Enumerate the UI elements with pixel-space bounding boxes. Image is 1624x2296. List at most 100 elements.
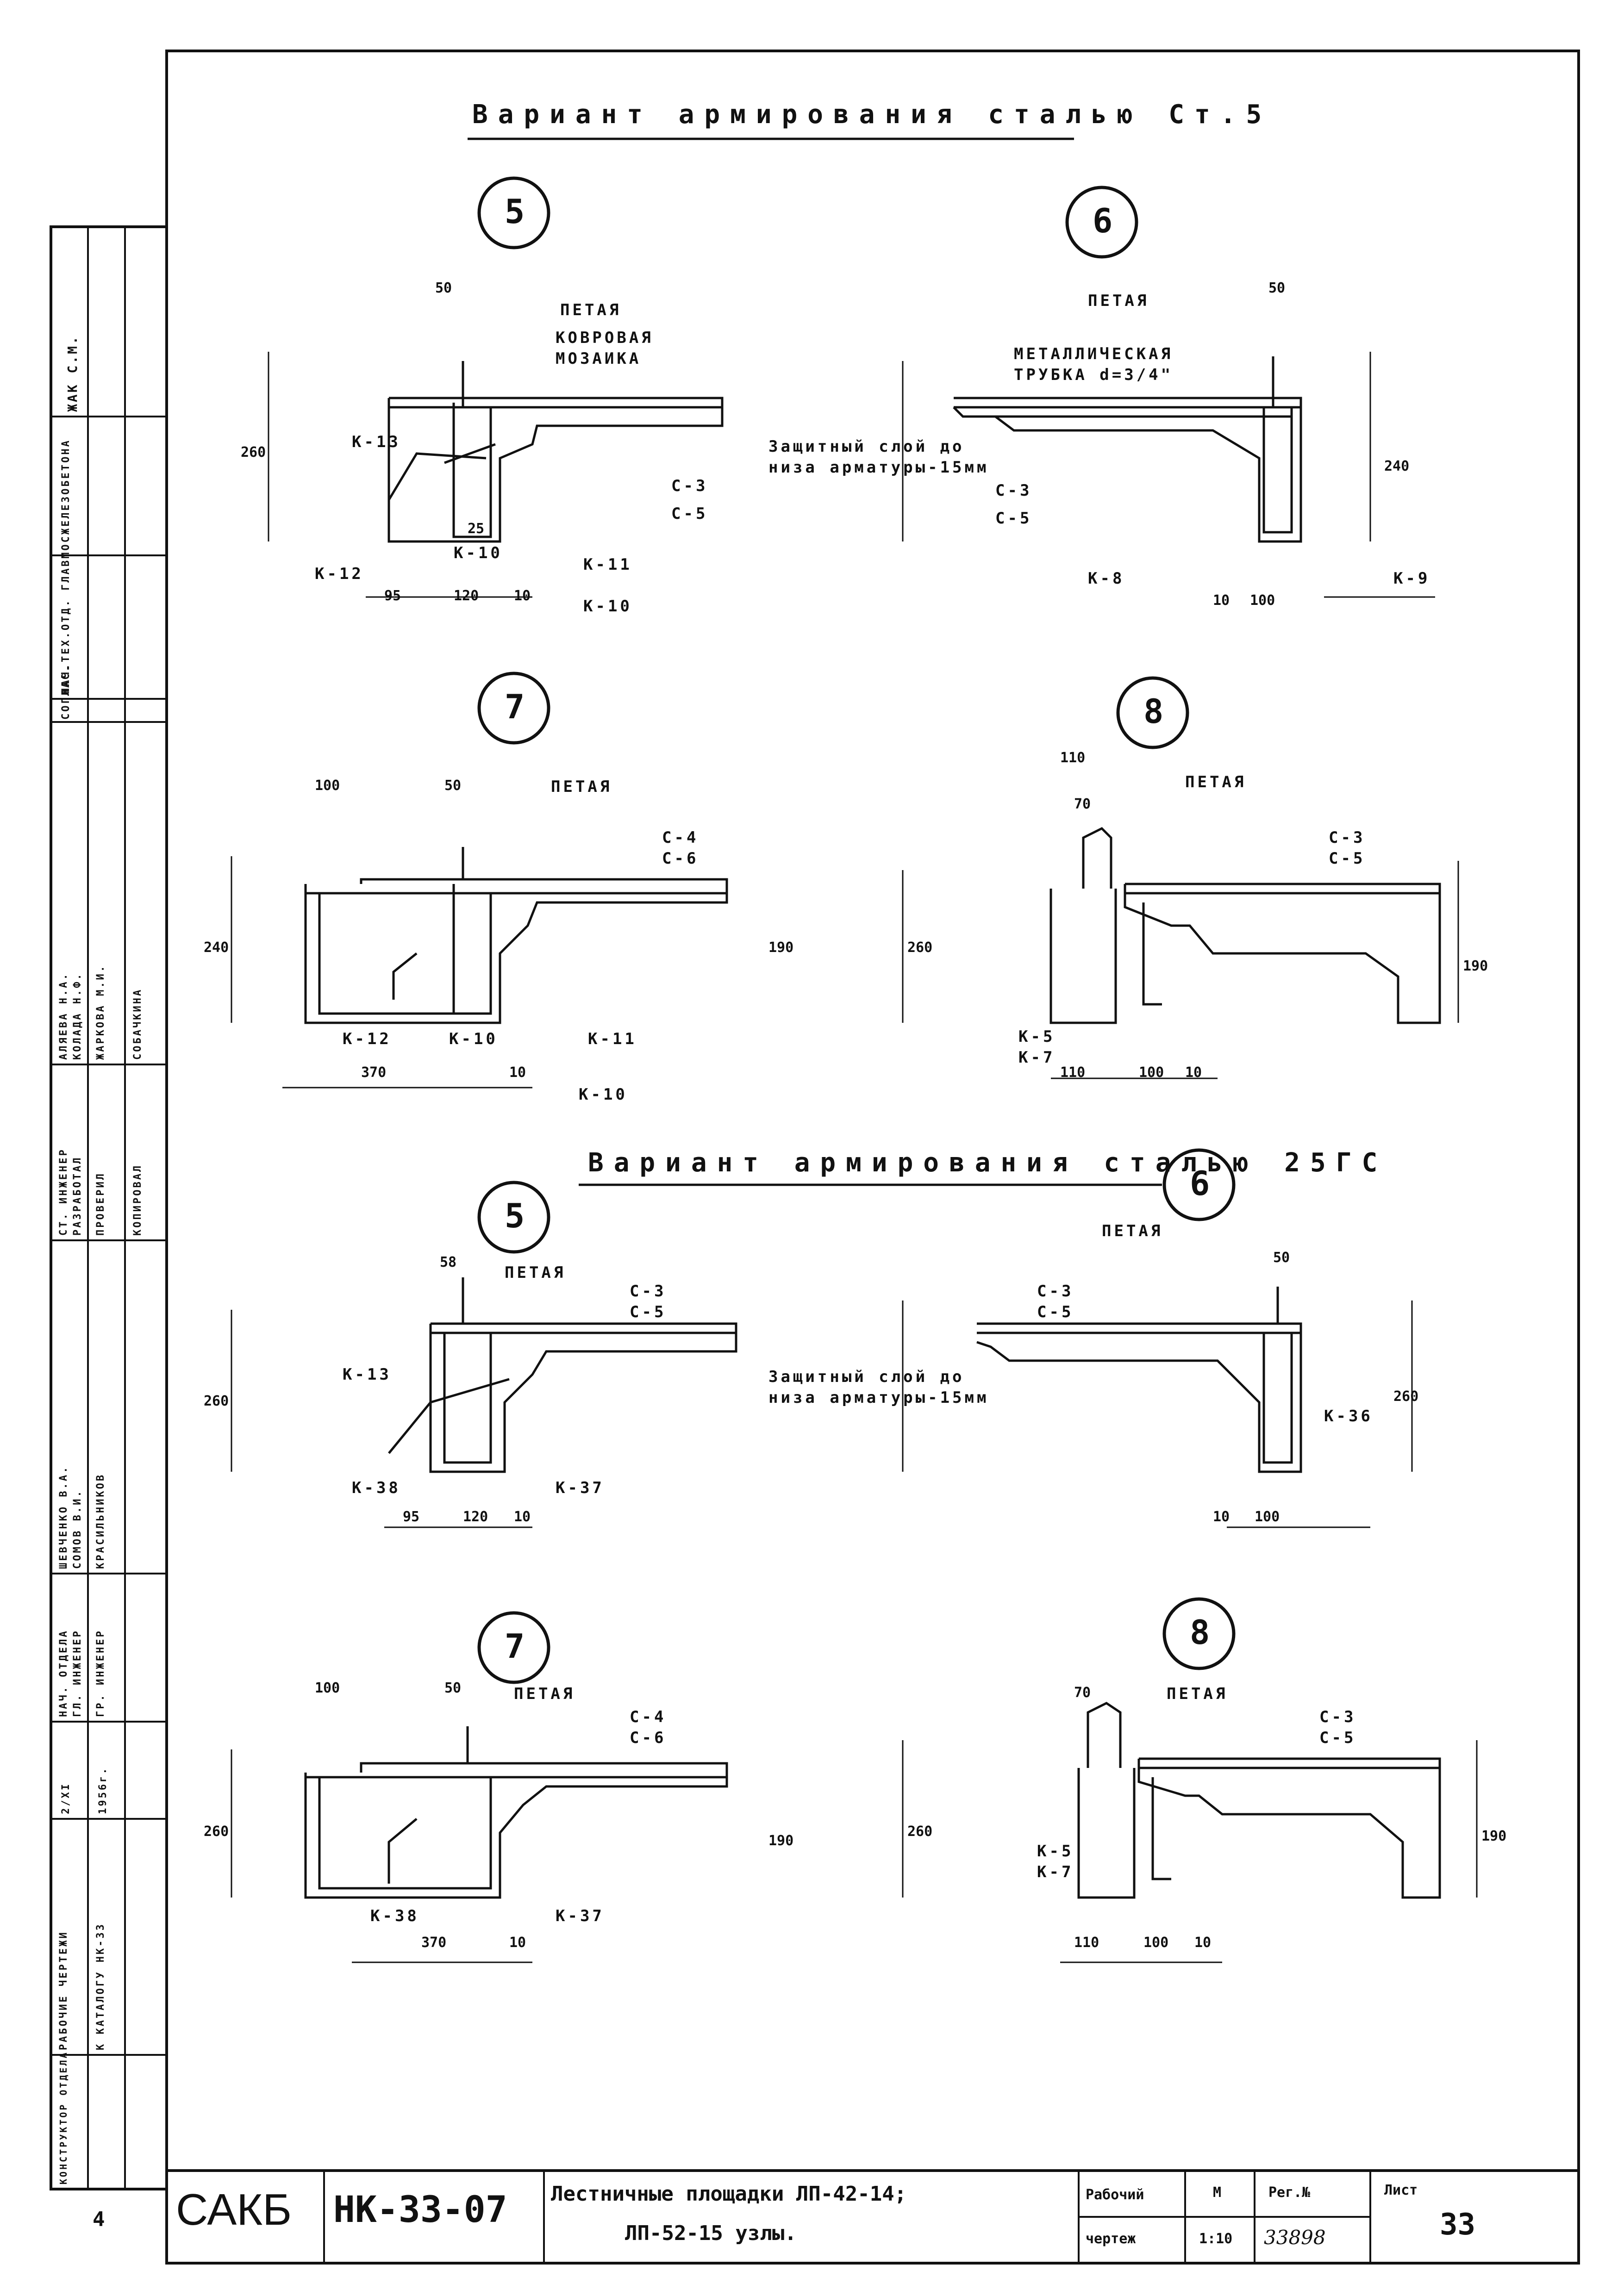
heading-variant-st5: Вариант армирования сталью Ст.5 <box>472 100 1272 130</box>
dim-10-8b: 10 <box>1194 1935 1212 1951</box>
label-c6-7b: С-6 <box>630 1729 667 1747</box>
node-7-label-b: 7 <box>505 1627 525 1666</box>
dim-58-5b: 58 <box>440 1254 457 1270</box>
dim-100-6b: 100 <box>1255 1509 1280 1525</box>
label-petlya-8a: ПЕТАЯ <box>1185 773 1247 791</box>
label-k7-8a: К-7 <box>1018 1048 1056 1067</box>
detail-5-top <box>387 361 724 543</box>
label-k10-5a-1: К-10 <box>454 544 503 562</box>
label-metal: МЕТАЛЛИЧЕСКАЯ <box>1014 345 1174 363</box>
label-k12-5a: К-12 <box>315 565 364 583</box>
label-zasch2-5b: низа арматуры-15мм <box>768 1388 989 1407</box>
node-6-label-a: 6 <box>1093 201 1113 240</box>
sidebar-date-year: 1956г. <box>97 1766 109 1814</box>
dim-70-8a: 70 <box>1074 796 1091 812</box>
label-petlya-6b: ПЕТАЯ <box>1102 1222 1163 1240</box>
label-k38-7b: К-38 <box>370 1907 419 1925</box>
label-c3-5b: С-3 <box>630 1282 667 1300</box>
label-k13-5b: К-13 <box>343 1365 392 1384</box>
title-org: САКБ <box>176 2185 292 2234</box>
title-code: НК-33-07 <box>333 2189 507 2231</box>
label-c6-7a: С-6 <box>662 849 699 868</box>
label-zasch-6a: Защитный слой до <box>768 437 965 456</box>
label-k10-5a-2: К-10 <box>583 597 632 616</box>
node-8-label-b: 8 <box>1190 1613 1210 1652</box>
node-7-circle-b <box>477 1611 550 1684</box>
sidebar-stamp-frame <box>50 225 168 2190</box>
label-zasch-5b: Защитный слой до <box>768 1368 965 1386</box>
title-reg: 33898 <box>1264 2226 1326 2249</box>
dim-370-7a: 370 <box>361 1064 387 1081</box>
dim-190-8a: 190 <box>1463 958 1488 974</box>
dim-50-6a: 50 <box>1268 280 1286 296</box>
label-k38-5b: К-38 <box>352 1479 401 1497</box>
label-k36-6b: К-36 <box>1324 1407 1373 1425</box>
label-c3-5a: С-3 <box>671 477 708 495</box>
label-c5-8b: С-5 <box>1319 1729 1356 1747</box>
dim-190-7b: 190 <box>768 1833 794 1849</box>
node-7-circle-a <box>477 672 550 745</box>
sidebar-zharkova: ЖАРКОВА М.И. <box>95 964 106 1060</box>
dim-95-5a: 95 <box>384 588 401 604</box>
label-c5-6b: С-5 <box>1037 1303 1074 1321</box>
node-6-circle-b <box>1162 1148 1236 1221</box>
sidebar-razrabotal: РАЗРАБОТАЛ <box>72 1156 83 1236</box>
dim-70-8b: 70 <box>1074 1685 1091 1701</box>
sidebar-dept: НАЧ.ТЕХ.ОТД. ГЛАВМОСЖЕЛЕЗОБЕТОНА <box>60 439 72 694</box>
node-7-label-a: 7 <box>505 687 525 726</box>
dim-120-5b: 120 <box>463 1509 488 1525</box>
dim-260-5a: 260 <box>241 444 266 460</box>
dim-100-7a: 100 <box>315 778 340 794</box>
label-k11-7a: К-11 <box>588 1030 637 1048</box>
dim-110-8a: 110 <box>1060 750 1086 766</box>
detail-7-bottom <box>304 1726 728 1899</box>
label-k10-7a-1: К-10 <box>449 1030 498 1048</box>
detail-6-top <box>953 356 1302 543</box>
sidebar-rabochie: РАБОЧИЕ ЧЕРТЕЖИ <box>58 1930 69 2050</box>
dim-10-7a: 10 <box>509 1064 526 1081</box>
sidebar-author: ЖАК С.М. <box>65 335 80 412</box>
title-scale-head: М <box>1213 2184 1222 2201</box>
node-5-label-b: 5 <box>505 1196 525 1235</box>
node-5-circle-b <box>477 1181 550 1254</box>
page-number: 4 <box>93 2208 105 2231</box>
sidebar-gr-inzhener: ГР. ИНЖЕНЕР <box>95 1629 106 1717</box>
sidebar-sobachkina: СОБАЧКИНА <box>132 988 144 1060</box>
label-k10-7a-2: К-10 <box>579 1085 628 1104</box>
label-c4-7a: С-4 <box>662 828 699 847</box>
node-6-circle-a <box>1065 186 1138 259</box>
label-k7-8b: К-7 <box>1037 1863 1074 1881</box>
dim-240-7a: 240 <box>204 940 229 956</box>
dim-10-8a: 10 <box>1185 1064 1202 1081</box>
dim-100-7b: 100 <box>315 1680 340 1696</box>
node-5-label-a: 5 <box>505 192 525 231</box>
label-petlya-5a: ПЕТАЯ <box>560 301 622 319</box>
label-petlya-6a: ПЕТАЯ <box>1088 292 1149 310</box>
dim-100-8b: 100 <box>1143 1935 1169 1951</box>
title-reg-head: Рег.№ <box>1268 2184 1311 2201</box>
sidebar-kolada: КОЛАДА Н.Ф. <box>72 972 83 1060</box>
title-scale: 1:10 <box>1199 2231 1233 2247</box>
dim-110-8b: 110 <box>1074 1935 1099 1951</box>
label-k8-6a: К-8 <box>1088 569 1125 588</box>
node-8-circle-a <box>1116 676 1189 749</box>
label-c5-6a: С-5 <box>995 509 1032 528</box>
dim-110b-8a: 110 <box>1060 1064 1086 1081</box>
title-sheet-head: Лист <box>1384 2182 1418 2198</box>
label-c4-7b: С-4 <box>630 1708 667 1726</box>
dim-240-6a: 240 <box>1384 458 1410 474</box>
sidebar-proveril: ПРОВЕРИЛ <box>95 1172 106 1236</box>
label-petlya-5b: ПЕТАЯ <box>505 1263 566 1282</box>
label-c5-5b: С-5 <box>630 1303 667 1321</box>
label-petlya-8b: ПЕТАЯ <box>1167 1685 1228 1703</box>
detail-6-bottom <box>976 1287 1302 1473</box>
label-k13-5a: К-13 <box>352 433 401 451</box>
label-k37-5b: К-37 <box>556 1479 605 1497</box>
label-petlya-7a: ПЕТАЯ <box>551 778 612 796</box>
dim-260-8a: 260 <box>907 940 933 956</box>
label-k12-7a: К-12 <box>343 1030 392 1048</box>
node-6-label-b: 6 <box>1190 1164 1210 1203</box>
dim-260-5b: 260 <box>204 1393 229 1409</box>
dim-10-6b: 10 <box>1213 1509 1230 1525</box>
